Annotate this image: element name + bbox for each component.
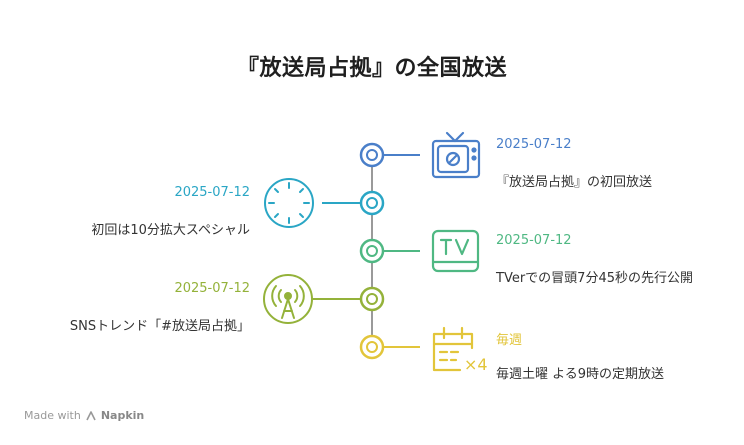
broadcast-tower-icon xyxy=(263,274,313,324)
tv-icon xyxy=(431,131,481,179)
timeline-node-2 xyxy=(322,190,385,216)
event-1-text: 『放送局占拠』の初回放送 xyxy=(496,175,653,190)
event-4-text: SNSトレンド「#放送局占拠」 xyxy=(69,319,250,334)
page-title: 『放送局占拠』の全国放送 xyxy=(236,56,507,81)
event-1-date: 2025-07-12 xyxy=(496,137,572,152)
napkin-brand: Napkin xyxy=(100,409,145,422)
event-3-date: 2025-07-12 xyxy=(496,233,572,248)
timeline-node-4 xyxy=(312,286,385,312)
event-5-text: 毎週土曜 よる9時の定期放送 xyxy=(496,367,665,382)
event-2-text: 初回は10分拡大スペシャル xyxy=(91,223,250,238)
event-3-text: TVerでの冒頭7分45秒の先行公開 xyxy=(496,271,693,286)
event-4-date: 2025-07-12 xyxy=(174,281,250,296)
event-5-date: 毎週 xyxy=(496,333,523,348)
timeline-node-1 xyxy=(359,142,420,168)
napkin-logo-icon xyxy=(86,410,96,420)
tver-icon xyxy=(431,229,480,273)
clock-icon xyxy=(264,178,314,228)
made-with-label: Made with xyxy=(24,409,81,422)
timeline-node-5 xyxy=(359,334,420,360)
timeline-node-3 xyxy=(359,238,420,264)
calendar-repeat-icon xyxy=(432,326,474,372)
multiply-4-label: ×4 xyxy=(464,355,488,374)
event-2-date: 2025-07-12 xyxy=(174,185,250,200)
footer-attribution[interactable]: Made with Napkin xyxy=(24,409,144,422)
